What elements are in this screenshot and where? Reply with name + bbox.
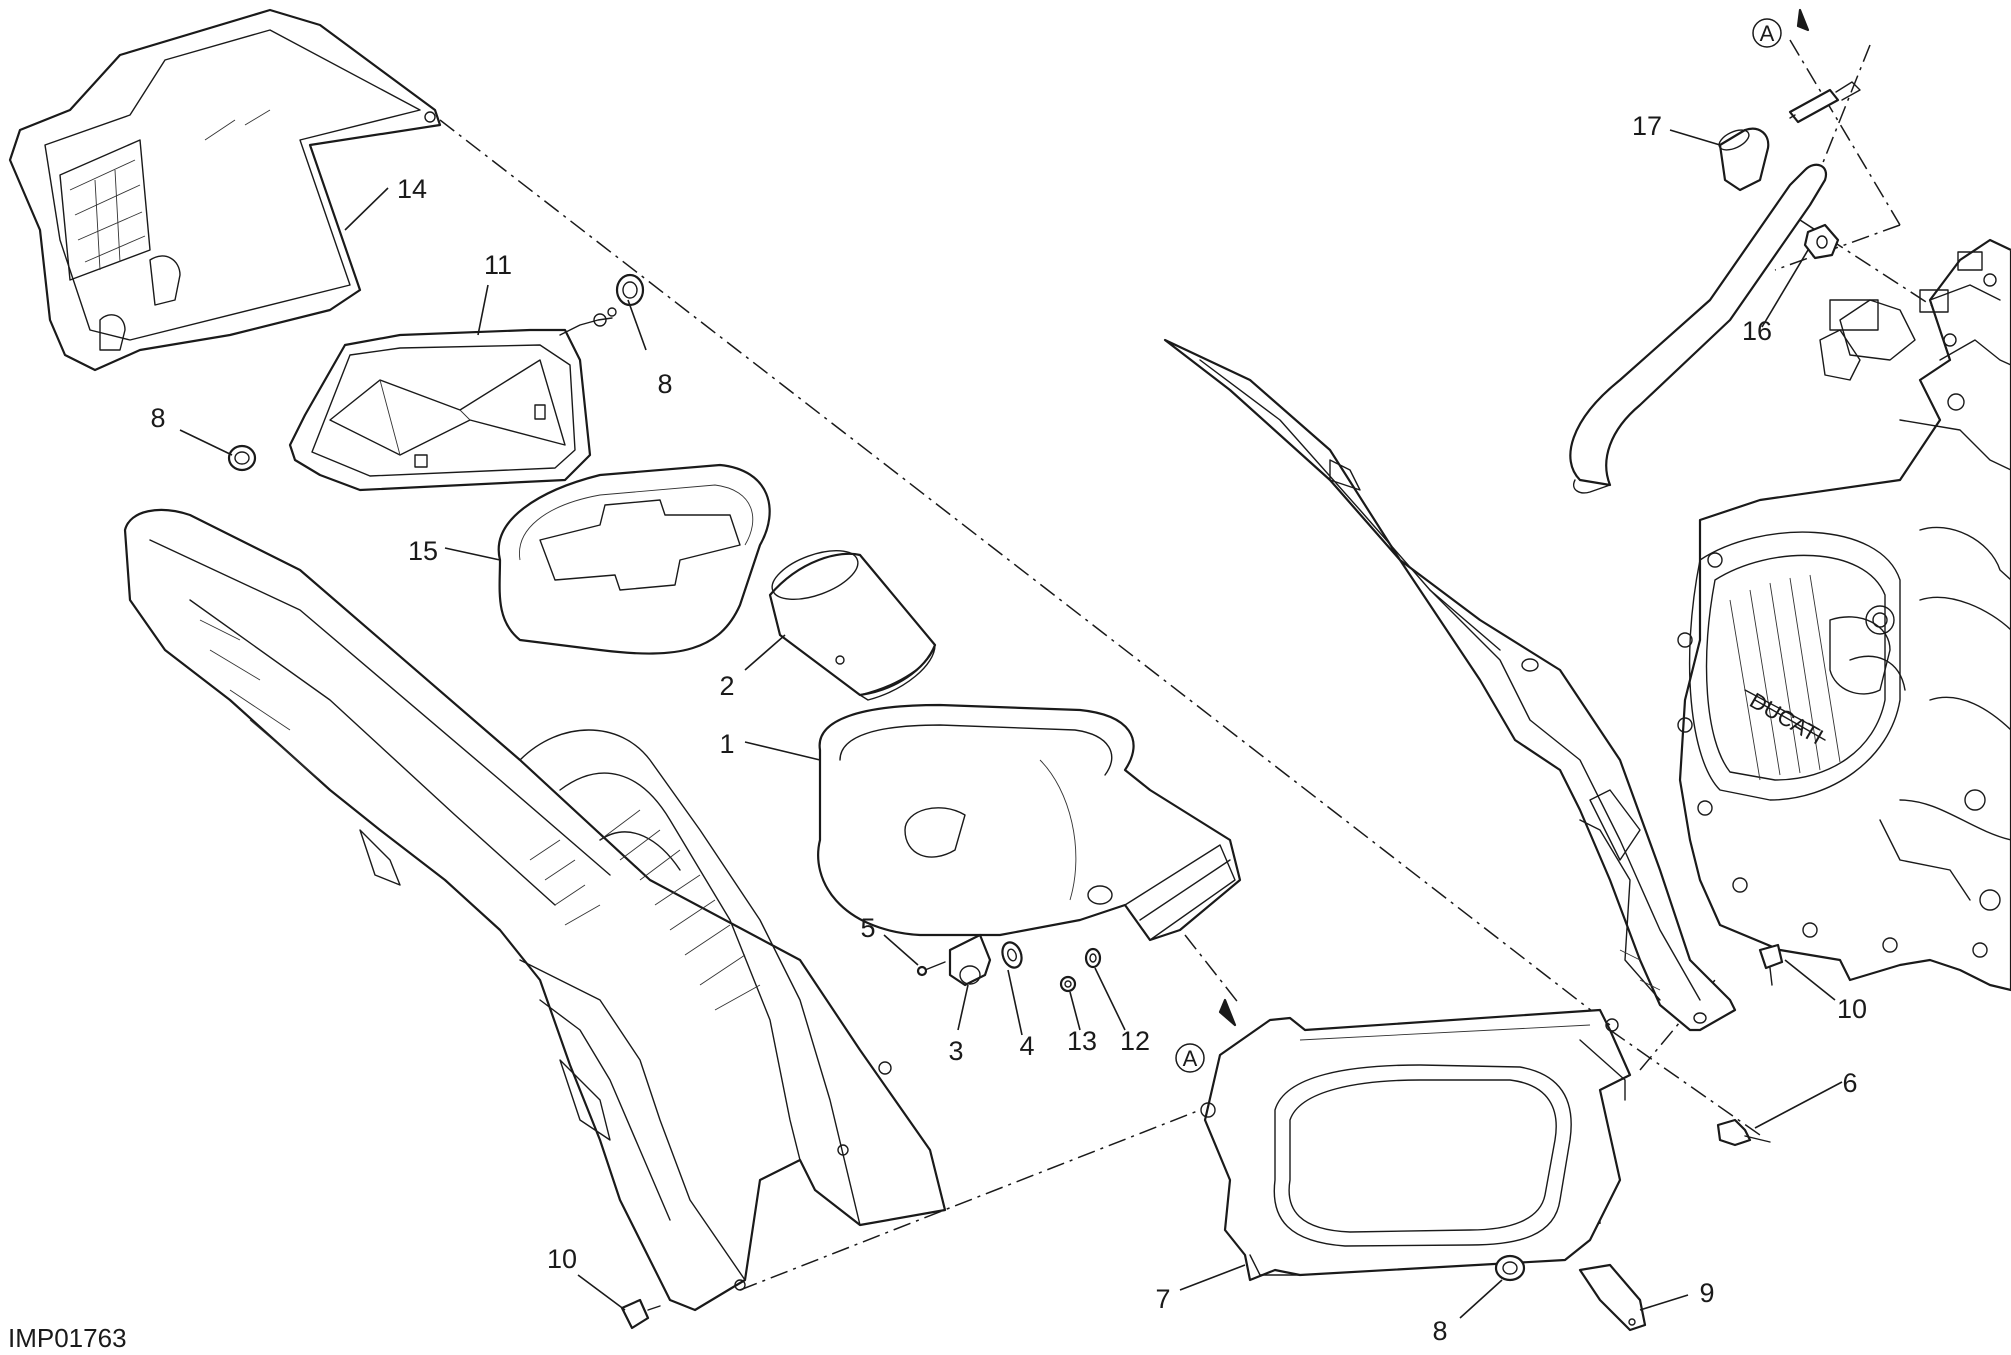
callout-17: 17: [1632, 111, 1662, 141]
callout-12: 12: [1120, 1026, 1150, 1056]
part-9-bracket: [1578, 1263, 1647, 1332]
callout-2: 2: [719, 671, 734, 701]
callout-16: 16: [1742, 316, 1772, 346]
callout-15: 15: [408, 536, 438, 566]
part-13-nut: [1059, 975, 1077, 993]
sensor-fitting: [1788, 81, 1861, 124]
drawing-code: IMP01763: [8, 1323, 127, 1353]
callout-10-right: 10: [1837, 994, 1867, 1024]
ref-marker-a-mid-label: A: [1183, 1046, 1198, 1071]
side-panel: [1163, 338, 1737, 1032]
leader-lines: [179, 129, 1843, 1319]
callout-labels: 14 11 8 8 15 2 1 5 3 4 13 12 10 6 7 8 9 …: [150, 111, 1867, 1346]
callout-5: 5: [860, 913, 875, 943]
part-10-screw-right: [1758, 943, 1784, 986]
part-4-washer: [1001, 941, 1023, 969]
callout-8-top-left: 8: [150, 403, 165, 433]
part-8-grommet-top-left: [227, 444, 257, 472]
part-7-duct-frame: [1200, 1008, 1632, 1282]
callout-10-lower-left: 10: [547, 1244, 577, 1274]
part-3-clip: [948, 933, 992, 987]
callout-6: 6: [1842, 1068, 1857, 1098]
part-2-intake-funnel: [768, 550, 937, 701]
ref-marker-a-top: A: [1752, 8, 1810, 48]
part-11-filter-frame: [288, 307, 617, 492]
ref-marker-a-top-label: A: [1760, 21, 1775, 46]
part-5-screw: [916, 961, 946, 977]
part-14-airbox-cover: [8, 8, 442, 372]
callout-9: 9: [1699, 1278, 1714, 1308]
callout-4: 4: [1019, 1031, 1034, 1061]
part-10-screw-lower-left: [620, 1298, 661, 1330]
callout-13: 13: [1067, 1026, 1097, 1056]
callout-11: 11: [484, 250, 512, 280]
callout-1: 1: [719, 729, 734, 759]
part-12-washer: [1084, 947, 1102, 969]
part-8-grommet-lower: [1494, 1254, 1526, 1282]
callout-8-lower: 8: [1432, 1316, 1447, 1346]
part-1-intake-duct: [817, 703, 1242, 942]
callout-14: 14: [397, 174, 427, 204]
part-17-hose: [1569, 127, 1828, 494]
callout-7: 7: [1155, 1284, 1170, 1314]
part-8-grommet-top-right: [615, 273, 645, 307]
lower-left-panel: [123, 508, 947, 1312]
part-15-filter-element: [497, 463, 771, 655]
callout-8-top-right: 8: [657, 369, 672, 399]
engine: DUCATI: [1677, 238, 2011, 992]
callout-3: 3: [948, 1036, 963, 1066]
part-16-clamp: [1803, 223, 1840, 260]
ref-marker-a-mid: A: [1175, 998, 1237, 1073]
part-6-bolt: [1716, 1118, 1771, 1147]
